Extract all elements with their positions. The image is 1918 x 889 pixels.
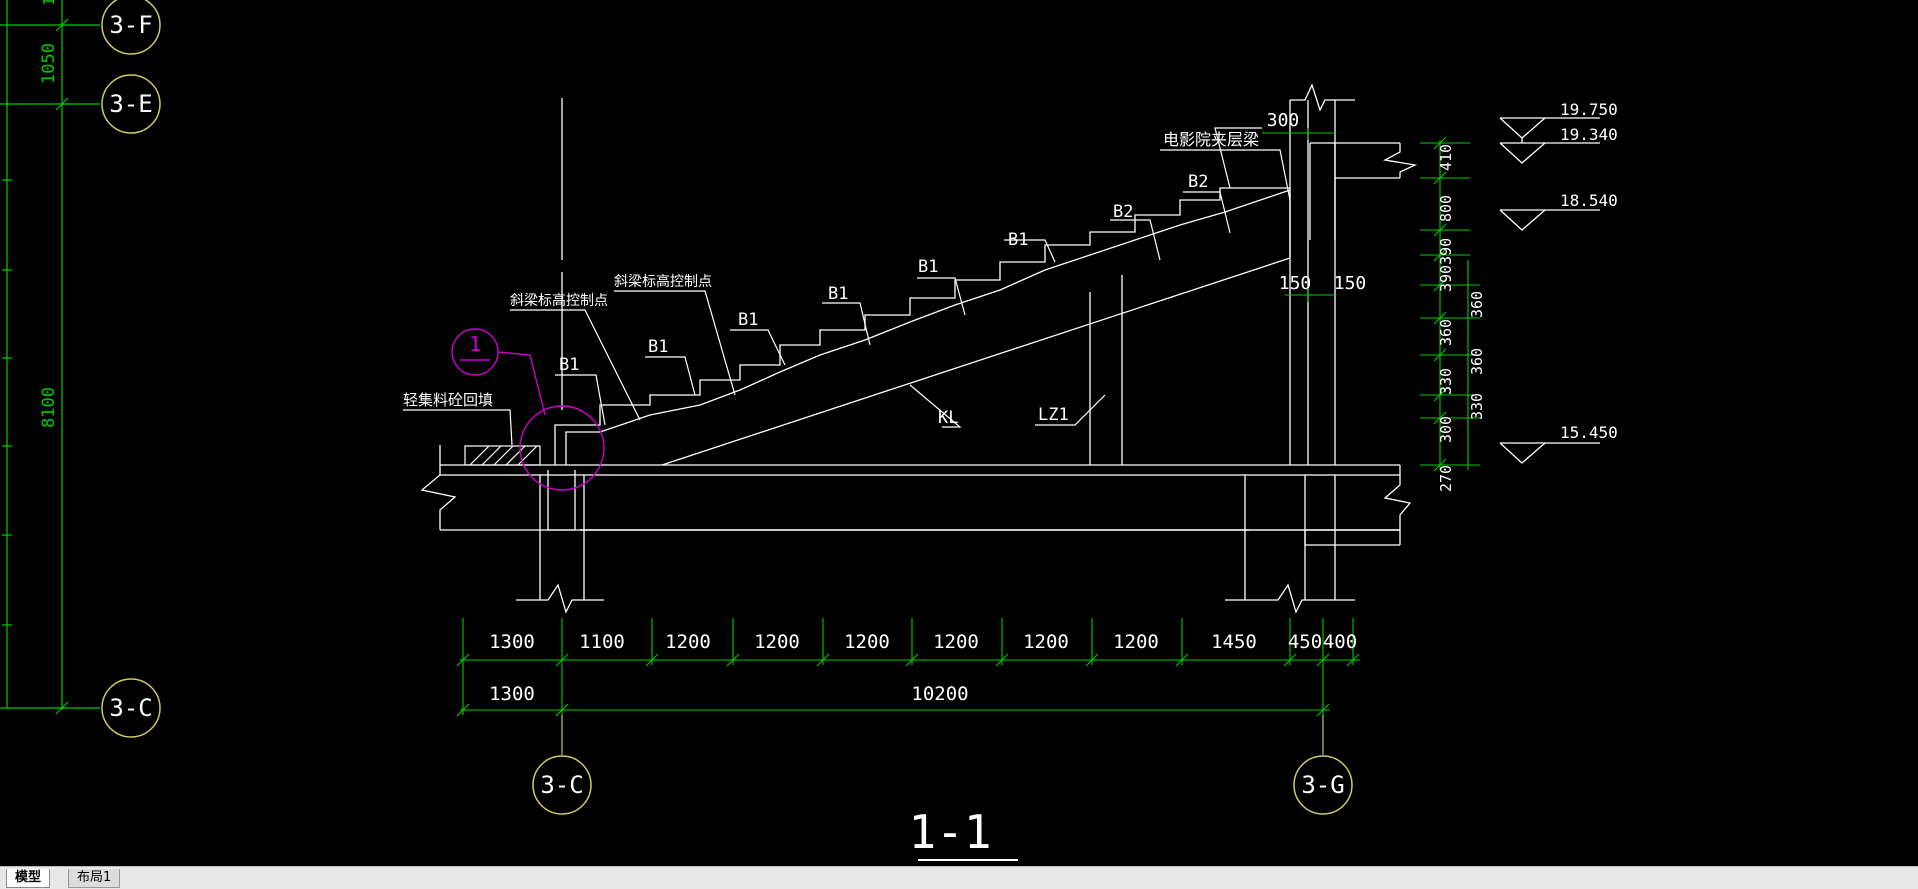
svg-text:3-C: 3-C <box>540 771 583 799</box>
bottom-dim-row1-text: 1300 1100 1200 1200 1200 1200 1200 1200 … <box>489 631 1357 653</box>
svg-text:3-E: 3-E <box>109 90 152 118</box>
svg-text:3-C: 3-C <box>109 694 152 722</box>
label-control-point-2: 斜梁标高控制点 <box>614 273 712 290</box>
svg-text:1100: 1100 <box>579 631 625 653</box>
label-b1-3: B1 <box>738 310 758 330</box>
right-dim-chain <box>1420 136 1480 472</box>
label-b1-2: B1 <box>648 337 668 357</box>
label-kl: KL <box>938 408 958 428</box>
svg-text:1200: 1200 <box>1113 631 1159 653</box>
rdim-410: 410 <box>1437 144 1455 171</box>
label-b1-5: B1 <box>918 257 938 277</box>
rdim-330b: 330 <box>1468 393 1486 420</box>
tab-layout1-label: 布局1 <box>77 870 112 885</box>
section-structure <box>420 83 1418 614</box>
dim-150-b: 150 <box>1334 273 1367 294</box>
rdim-360a: 360 <box>1437 319 1455 346</box>
dim-150-a: 150 <box>1279 273 1312 294</box>
svg-text:10200: 10200 <box>911 683 968 705</box>
label-b1-1: B1 <box>559 355 579 375</box>
detail-marker-number: 1 <box>469 332 481 356</box>
svg-text:450: 450 <box>1288 631 1322 653</box>
svg-text:400: 400 <box>1323 631 1357 653</box>
rdim-360b: 360 <box>1468 291 1486 318</box>
label-b1-6: B1 <box>1008 230 1028 250</box>
grid-bubble-3c-bottom: 3-C <box>532 755 592 815</box>
wall-dim-lines <box>1262 128 1335 302</box>
left-dim-top: 1 <box>40 0 58 6</box>
elevation-19750: 19.750 <box>1560 100 1618 119</box>
svg-text:1200: 1200 <box>844 631 890 653</box>
label-fill: 轻集料砼回填 <box>403 391 493 409</box>
elevation-15450: 15.450 <box>1560 423 1618 442</box>
label-b2-1: B2 <box>1113 202 1133 222</box>
tab-model-label: 模型 <box>15 870 42 885</box>
tab-layout1[interactable]: 布局1 <box>68 869 121 888</box>
label-control-point-1: 斜梁标高控制点 <box>510 292 608 309</box>
svg-text:3-G: 3-G <box>1301 771 1344 799</box>
leader-lines <box>403 127 1291 446</box>
left-dim-1050: 1050 <box>39 43 59 84</box>
svg-text:1200: 1200 <box>933 631 979 653</box>
rdim-390390: 390390 <box>1437 238 1455 292</box>
left-dim-8100: 8100 <box>39 387 59 428</box>
svg-text:1300: 1300 <box>489 683 535 705</box>
grid-bubble-3f: 3-F <box>101 0 161 55</box>
grid-bubble-3g: 3-G <box>1293 755 1353 815</box>
layout-tab-bar: 模型 布局1 <box>0 866 1918 889</box>
svg-text:3-F: 3-F <box>109 11 152 39</box>
detail-callout <box>451 328 605 491</box>
label-mezzanine-beam: 电影院夹层梁 <box>1163 130 1259 149</box>
rdim-270: 270 <box>1437 465 1455 492</box>
svg-text:1200: 1200 <box>1023 631 1069 653</box>
svg-text:1200: 1200 <box>665 631 711 653</box>
label-b1-4: B1 <box>828 284 848 304</box>
rdim-300: 300 <box>1437 416 1455 443</box>
rdim-360c: 360 <box>1468 348 1486 375</box>
svg-text:1450: 1450 <box>1211 631 1257 653</box>
cad-drawing-canvas[interactable]: 1 1050 8100 3-F 3-E 3-C <box>0 0 1918 866</box>
grid-bubble-3e: 3-E <box>101 74 161 134</box>
label-b2-2: B2 <box>1188 172 1208 192</box>
label-lz1: LZ1 <box>1038 405 1069 425</box>
elevation-18540: 18.540 <box>1560 191 1618 210</box>
rdim-330a: 330 <box>1437 368 1455 395</box>
elevation-19340: 19.340 <box>1560 125 1618 144</box>
tab-model[interactable]: 模型 <box>6 869 51 888</box>
left-axis-strip <box>0 0 100 715</box>
section-title: 1-1 <box>908 805 991 859</box>
dim-300-top: 300 <box>1267 110 1300 131</box>
bottom-dim-row2-text: 1300 10200 <box>489 683 968 705</box>
bottom-grid-leaders <box>561 715 1324 755</box>
lightweight-fill-hatch <box>464 445 541 466</box>
svg-text:1300: 1300 <box>489 631 535 653</box>
rdim-800: 800 <box>1437 195 1455 222</box>
svg-text:1200: 1200 <box>754 631 800 653</box>
bottom-dim-lines <box>456 618 1360 750</box>
elevation-markers <box>1499 117 1600 464</box>
grid-bubble-3c-left: 3-C <box>101 678 161 738</box>
